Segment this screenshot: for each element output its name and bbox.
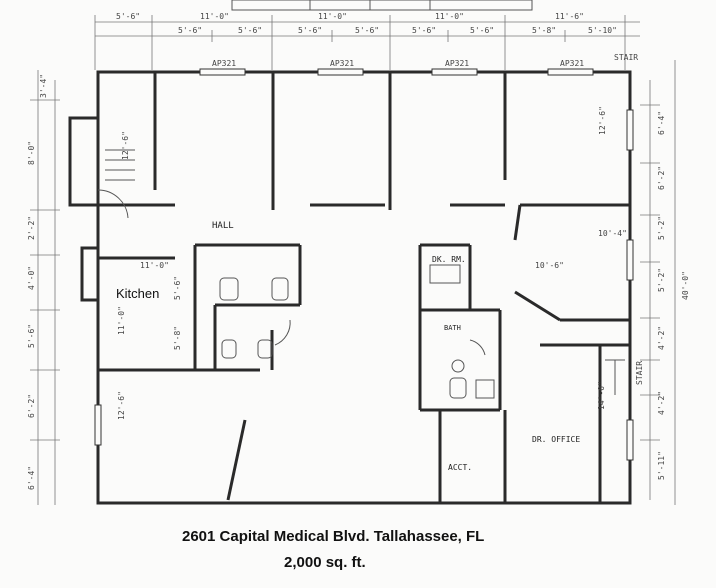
window-label-1: AP321 — [212, 59, 236, 68]
dim-right-3: 5'-2" — [657, 216, 666, 240]
dim-top-1: 5'-6" — [116, 12, 140, 21]
dim-right-1: 6'-4" — [657, 111, 666, 135]
dim-int-10: 12'-6" — [117, 391, 126, 420]
top-dimension-lines — [94, 15, 640, 70]
dim-left-6: 6'-2" — [27, 394, 36, 418]
room-label-acct: ACCT. — [448, 463, 472, 472]
stair-label-right: STAIR — [635, 361, 644, 385]
dim-second-5: 5'-6" — [412, 26, 436, 35]
fixtures — [97, 149, 625, 399]
room-label-bath: BATH — [444, 324, 461, 332]
dim-top-4: 11'-0" — [435, 12, 464, 21]
window-label-2: AP321 — [330, 59, 354, 68]
stair-label-top: STAIR — [614, 53, 638, 62]
dim-int-5: 11'-0" — [140, 261, 169, 270]
dim-int-6: 11'-0" — [117, 306, 126, 335]
right-dimension-lines — [640, 60, 676, 505]
dim-right-total: 40'-0" — [681, 271, 690, 300]
room-label-dr-office: DR. OFFICE — [532, 435, 580, 444]
dim-int-8: 5'-8" — [173, 326, 182, 350]
room-label-kitchen: Kitchen — [116, 286, 160, 301]
dim-second-2: 5'-6" — [238, 26, 262, 35]
dim-int-9: 14'-0" — [597, 381, 606, 410]
dim-left-3: 2'-2" — [27, 216, 36, 240]
dim-right-4: 5'-2" — [657, 268, 666, 292]
dim-int-7: 5'-6" — [173, 276, 182, 300]
dim-top-5: 11'-6" — [555, 12, 584, 21]
dim-int-1: 12'-6" — [598, 106, 607, 135]
address-caption: 2601 Capital Medical Blvd. Tallahassee, … — [182, 528, 485, 545]
window-label-3: AP321 — [445, 59, 469, 68]
dim-int-4: 10'-6" — [535, 261, 564, 270]
dim-second-7: 5'-8" — [532, 26, 556, 35]
dim-right-7: 5'-11" — [657, 451, 666, 480]
room-label-hall: HALL — [212, 221, 234, 231]
interior-walls — [98, 72, 630, 503]
dim-second-3: 5'-6" — [298, 26, 322, 35]
dim-right-2: 6'-2" — [657, 166, 666, 190]
dim-left-1: 3'-4" — [39, 74, 48, 98]
dim-top-3: 11'-0" — [318, 12, 347, 21]
dim-second-6: 5'-6" — [470, 26, 494, 35]
dim-left-2: 8'-0" — [27, 141, 36, 165]
title-block-fragment — [231, 0, 533, 11]
dim-right-6: 4'-2" — [657, 391, 666, 415]
dim-second-4: 5'-6" — [355, 26, 379, 35]
area-caption: 2,000 sq. ft. — [284, 554, 366, 571]
dim-left-5: 5'-6" — [27, 324, 36, 348]
dim-int-3: 10'-4" — [598, 229, 627, 238]
dim-int-2: 12'-6" — [121, 131, 130, 160]
dim-left-7: 6'-4" — [27, 466, 36, 490]
left-dimension-lines — [30, 70, 60, 505]
dim-top-2: 11'-0" — [200, 12, 229, 21]
window-label-4: AP321 — [560, 59, 584, 68]
dim-second-1: 5'-6" — [178, 26, 202, 35]
dim-second-8: 5'-10" — [588, 26, 617, 35]
top-windows — [94, 68, 634, 461]
room-label-dark-room: DK. RM. — [432, 255, 466, 264]
dim-right-5: 4'-2" — [657, 326, 666, 350]
dim-left-4: 4'-0" — [27, 266, 36, 290]
